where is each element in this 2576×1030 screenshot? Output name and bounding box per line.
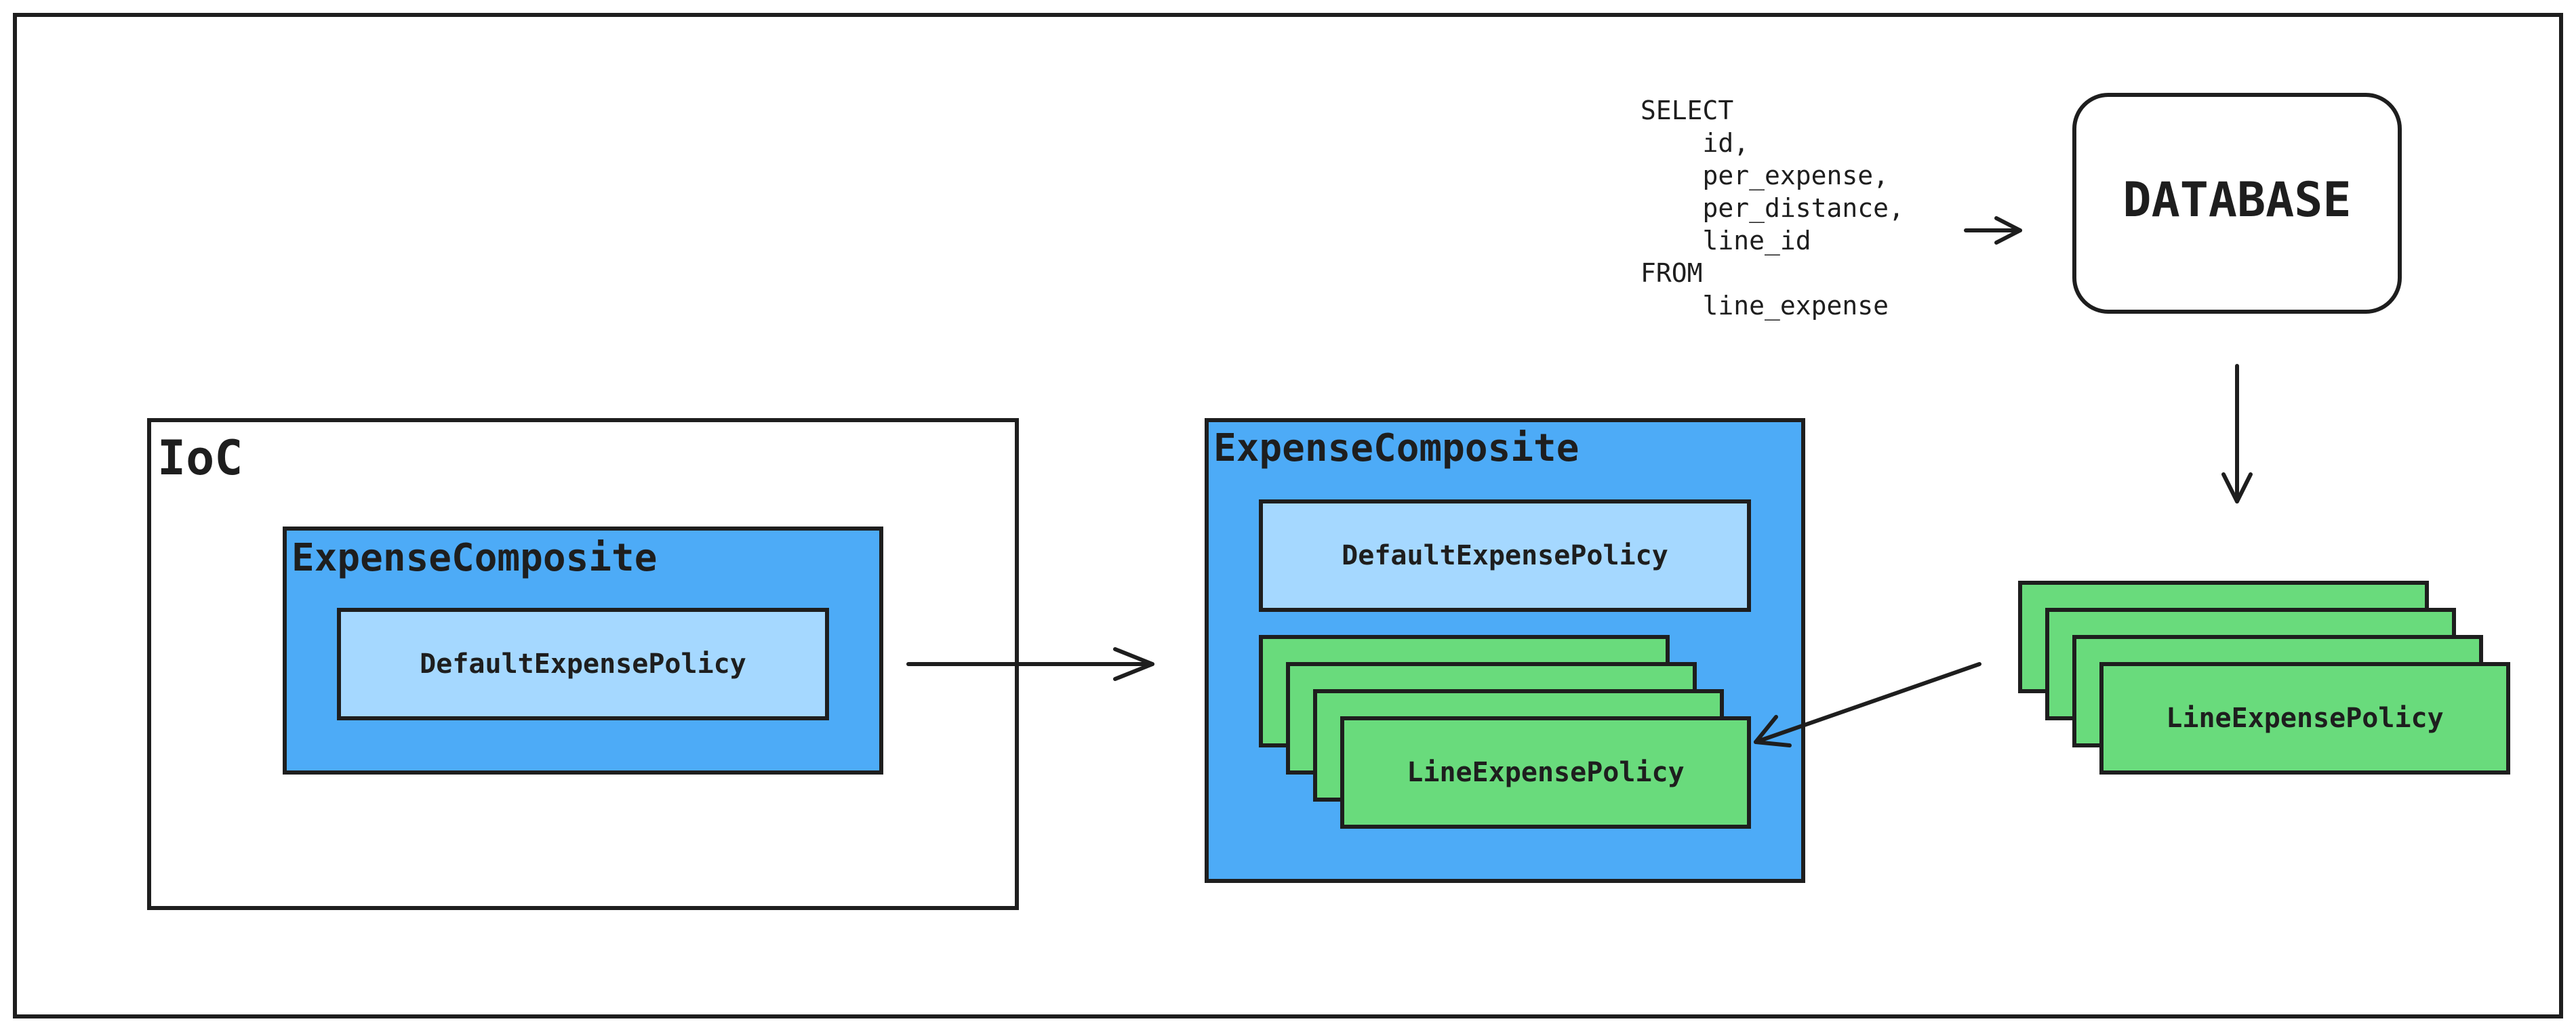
arrowhead-icon — [2221, 472, 2253, 503]
outer-frame — [13, 13, 2563, 1018]
composite-default-policy-box — [1259, 499, 1751, 612]
arrow-line-policies-to-composite — [1754, 662, 1981, 744]
composite-title: ExpenseComposite — [1213, 426, 1579, 470]
sql-line: per_distance, — [1641, 193, 1904, 224]
arrowhead-icon — [1113, 647, 1154, 681]
ioc-container: IoC ExpenseComposite DefaultExpensePolic… — [147, 418, 1019, 910]
db-line-policy-box — [2099, 662, 2510, 775]
arrowhead-icon — [1754, 715, 1792, 747]
sql-line: id, — [1641, 128, 1749, 158]
database-box — [2072, 93, 2402, 314]
database-label: DATABASE — [2122, 172, 2351, 228]
sql-line: line_id — [1641, 226, 1811, 256]
composite-default-policy-label: DefaultExpensePolicy — [1342, 540, 1668, 571]
sql-line: per_expense, — [1641, 161, 1889, 191]
expense-composite-node: ExpenseComposite DefaultExpensePolicy Li… — [1205, 418, 1805, 883]
sql-line: FROM — [1641, 258, 1703, 288]
composite-line-policy-label: LineExpensePolicy — [1407, 757, 1684, 788]
composite-line-policy-box — [1340, 716, 1751, 829]
ioc-composite-title: ExpenseComposite — [291, 536, 657, 580]
db-line-policy-stack: LineExpensePolicy — [2018, 581, 2510, 775]
ioc-title: IoC — [157, 430, 243, 486]
sql-line: SELECT — [1641, 96, 1733, 125]
db-line-policy-label: LineExpensePolicy — [2166, 703, 2443, 734]
sql-query: SELECT id, per_expense, per_distance, li… — [1641, 96, 1904, 321]
arrowhead-icon — [1994, 216, 2022, 245]
sql-line: line_expense — [1641, 291, 1889, 321]
ioc-default-policy-label: DefaultExpensePolicy — [420, 648, 746, 680]
database-node: DATABASE — [2072, 93, 2402, 314]
ioc-default-policy-box — [337, 608, 829, 720]
